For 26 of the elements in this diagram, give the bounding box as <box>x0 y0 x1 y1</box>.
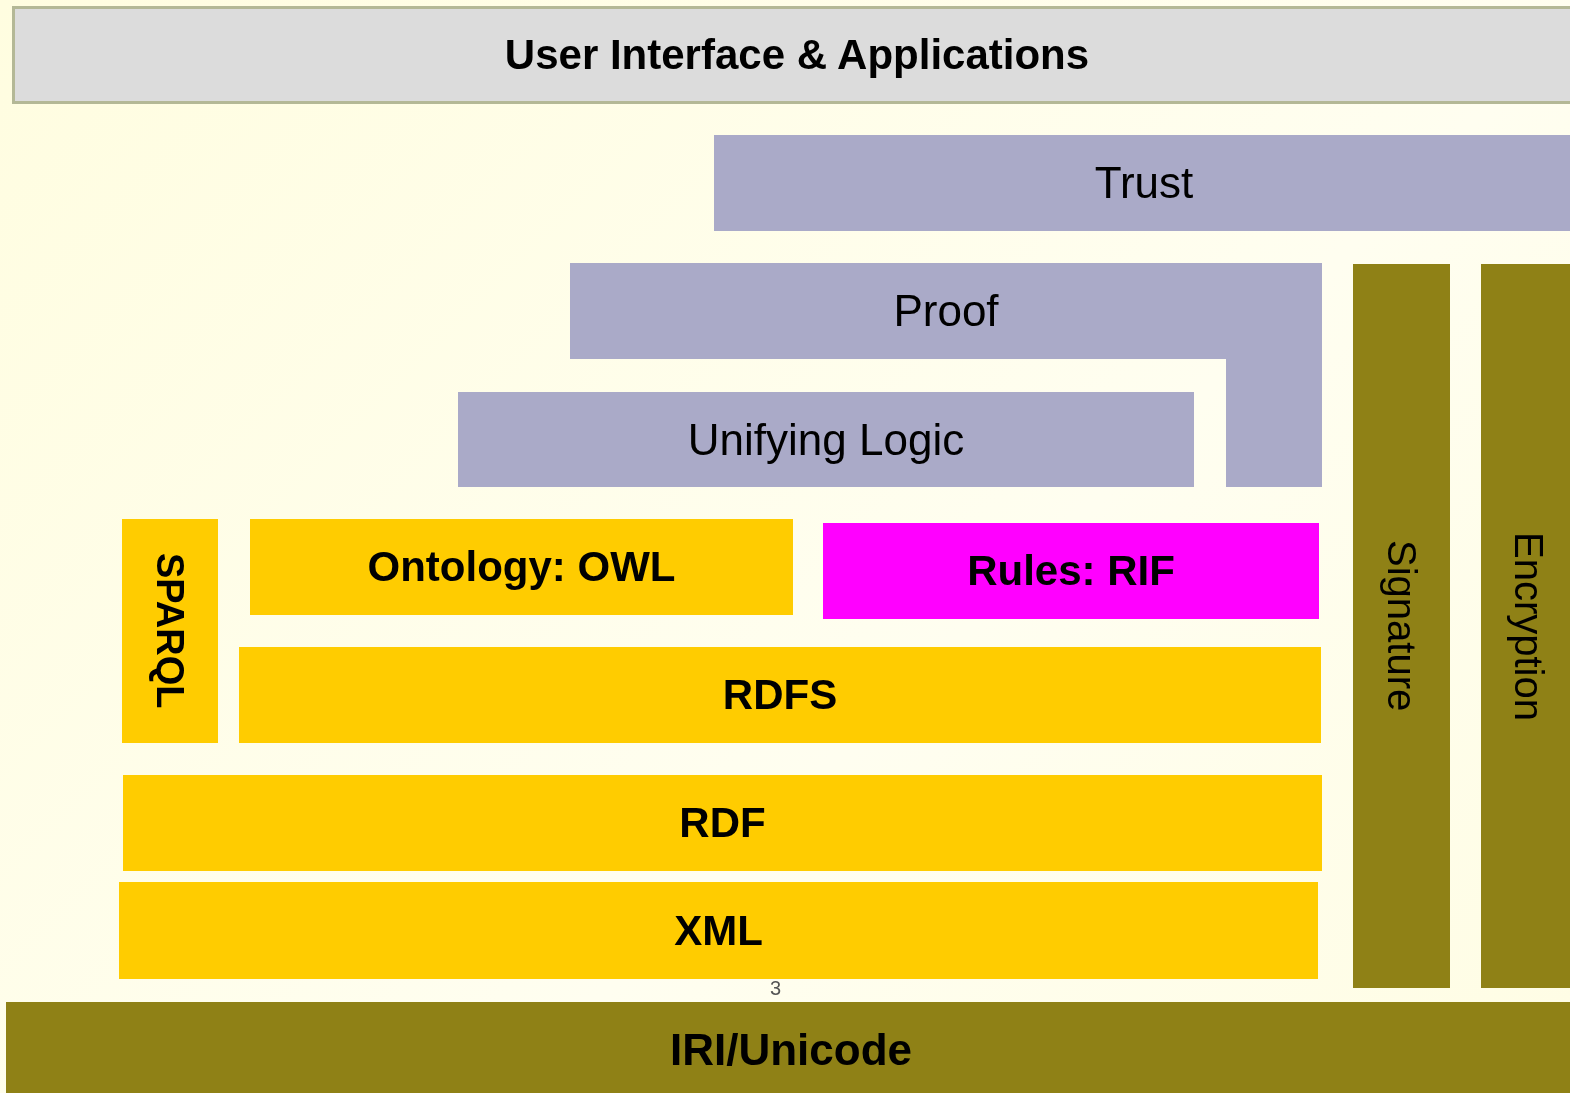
layer-label: Ontology: OWL <box>367 546 676 588</box>
layer-label: Unifying Logic <box>687 417 965 462</box>
layer-label: IRI/Unicode <box>670 1027 912 1072</box>
layer-label: RDFS <box>722 674 838 716</box>
layer-box <box>250 519 793 615</box>
layer-box <box>12 6 1570 104</box>
page-number: 3 <box>770 978 782 998</box>
layer-label: User Interface & Applications <box>504 34 1090 76</box>
layer-box <box>1353 264 1450 988</box>
layer-label: Rules: RIF <box>967 550 1175 592</box>
layer-label: SPARQL <box>151 553 189 709</box>
layer-box <box>6 1002 1570 1093</box>
layer-label: Proof <box>893 289 999 333</box>
layer-box <box>123 775 1322 871</box>
layer-box <box>823 523 1319 619</box>
layer-box <box>239 647 1321 743</box>
layer-label: RDF <box>679 802 766 844</box>
layer-box <box>1481 264 1570 988</box>
layer-box <box>458 392 1194 487</box>
layer-label: Trust <box>1094 161 1194 205</box>
layer-box <box>714 135 1570 231</box>
layer-label: Signature <box>1381 540 1422 712</box>
layer-box <box>119 882 1318 979</box>
layer-label: XML <box>674 909 763 952</box>
layer-box <box>122 519 218 743</box>
layer-label: Encryption <box>1508 531 1549 721</box>
